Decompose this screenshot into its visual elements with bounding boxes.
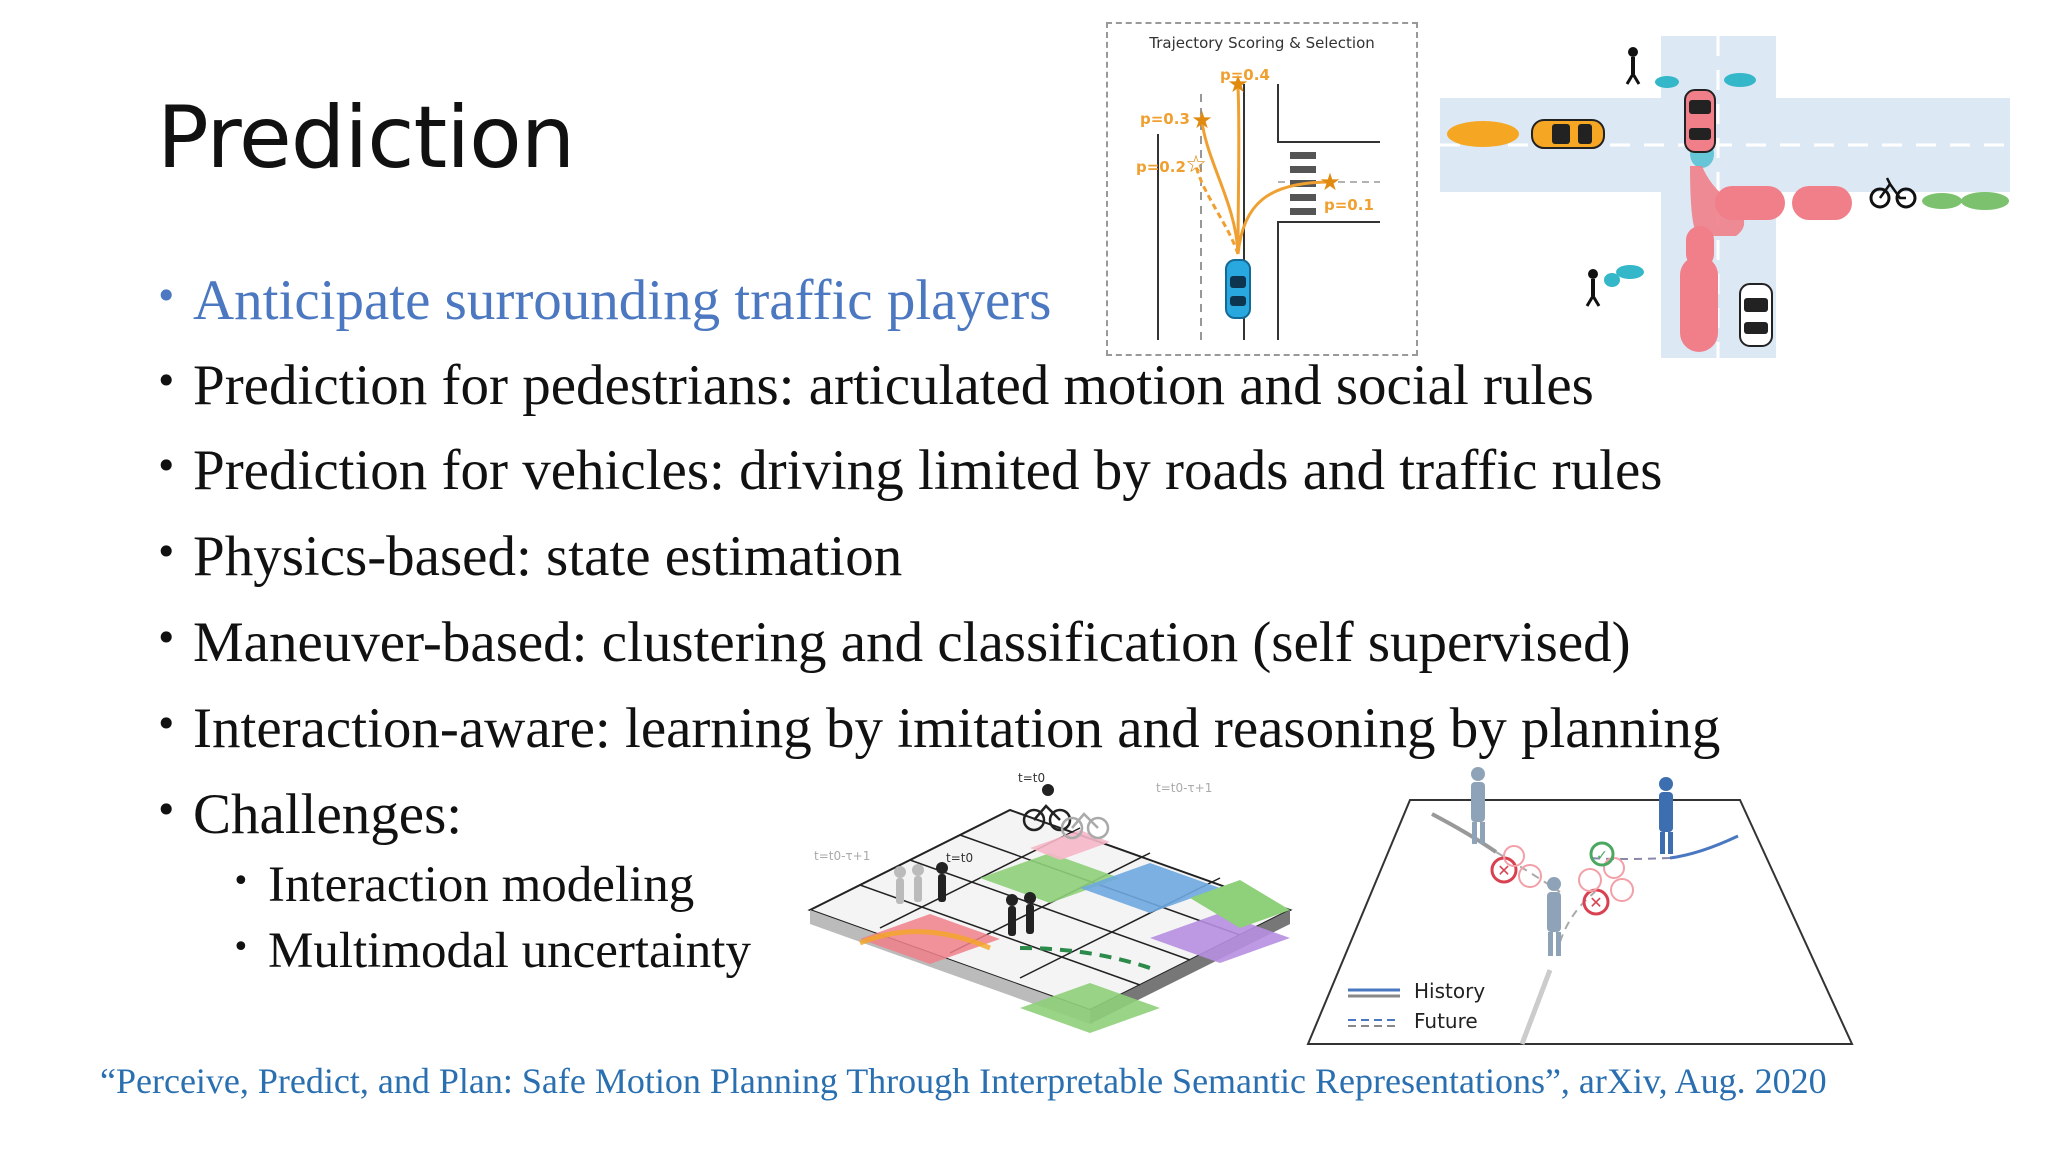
time-label: t=t0-τ+1 <box>1156 781 1212 795</box>
car-icon <box>1225 259 1251 319</box>
star-icon: ★ <box>1227 70 1249 98</box>
grid-scene-figure: t=t0 t=t0-τ+1 t=t0-τ+1 t=t0 <box>807 771 1293 1033</box>
trajectory-diagram: ★ ★ ☆ ★ p=0.4 p=0.3 p=0.2 p=0.1 <box>1136 66 1380 340</box>
bullet-dot: • <box>155 359 178 403</box>
car-icon <box>1684 89 1716 153</box>
citation: “Perceive, Predict, and Plan: Safe Motio… <box>100 1061 1827 1101</box>
star-icon: ★ <box>1319 168 1341 196</box>
car-icon <box>1739 283 1773 347</box>
bullet-item: • Prediction for vehicles: driving limite… <box>155 442 1662 499</box>
bullet-dot: • <box>232 930 250 965</box>
sub-bullet-item: • Multimodal uncertainty <box>232 926 751 977</box>
bullet-text: Anticipate surrounding traffic players <box>193 269 1052 332</box>
figure-title: Trajectory Scoring & Selection <box>1149 34 1375 52</box>
bullet-dot: • <box>155 702 178 746</box>
bullet-text: Prediction for pedestrians: articulated … <box>193 354 1594 417</box>
bullet-dot: • <box>155 788 178 832</box>
bullet-text: Prediction for vehicles: driving limited… <box>193 439 1663 502</box>
pedestrian-icon <box>936 862 1036 936</box>
pedestrian-icon <box>1585 269 1601 307</box>
bullet-item: • Challenges: <box>155 786 462 843</box>
pedestrian-icon <box>1659 777 1673 854</box>
svg-text:✕: ✕ <box>1589 893 1602 912</box>
bicycle-icon <box>1869 177 1917 209</box>
trajectory-scoring-figure: Trajectory Scoring & Selection ★ ★ ☆ ★ p… <box>1106 22 1418 356</box>
bullet-text: Interaction-aware: learning by imitation… <box>193 697 1721 760</box>
interaction-plane-figure: ✕ ✕ ✓ History Future <box>1306 767 1854 1045</box>
bullet-item: • Interaction-aware: learning by imitatio… <box>155 700 1720 757</box>
bicycle-icon <box>1022 804 1072 832</box>
time-label: t=t0-τ+1 <box>814 849 870 863</box>
check-circle-icon: ✓ <box>1589 841 1615 867</box>
star-icon: ★ <box>1191 106 1213 134</box>
bullet-item: • Prediction for pedestrians: articulated… <box>155 357 1594 414</box>
pedestrian-icon <box>1471 767 1485 844</box>
svg-text:✓: ✓ <box>1596 848 1608 864</box>
intersection-prediction-figure <box>1440 36 2010 358</box>
slide-title: Prediction <box>157 88 575 188</box>
bullet-dot: • <box>155 444 178 488</box>
legend-label: History <box>1414 979 1485 1003</box>
bullet-item: • Anticipate surrounding traffic players <box>155 272 1051 329</box>
prob-label: p=0.3 <box>1140 110 1190 128</box>
car-icon <box>1531 119 1605 149</box>
bullet-dot: • <box>155 530 178 574</box>
bullet-text: Challenges: <box>193 783 463 846</box>
bullet-dot: • <box>232 864 250 899</box>
legend-label: Future <box>1414 1009 1478 1033</box>
bullet-text: Physics-based: state estimation <box>193 525 903 588</box>
prob-label: p=0.1 <box>1324 196 1374 214</box>
pedestrian-icon <box>894 864 924 904</box>
bicycle-icon <box>1060 812 1110 840</box>
time-label: t=t0 <box>946 851 973 865</box>
prob-label: p=0.4 <box>1220 66 1270 84</box>
sub-bullet-item: • Interaction modeling <box>232 860 694 911</box>
bullet-item: • Maneuver-based: clustering and classifi… <box>155 614 1631 671</box>
bullet-item: • Physics-based: state estimation <box>155 528 902 585</box>
time-label: t=t0 <box>1018 771 1045 785</box>
bullet-text: Maneuver-based: clustering and classific… <box>193 611 1631 674</box>
prob-label: p=0.2 <box>1136 158 1186 176</box>
bullet-dot: • <box>155 616 178 660</box>
pedestrian-icon <box>1547 877 1561 956</box>
svg-text:✕: ✕ <box>1497 861 1510 880</box>
sub-bullet-text: Interaction modeling <box>268 857 695 913</box>
pedestrian-icon <box>1625 47 1641 85</box>
star-icon: ☆ <box>1185 150 1207 178</box>
bullet-dot: • <box>155 274 178 318</box>
sub-bullet-text: Multimodal uncertainty <box>268 923 751 979</box>
cyclist-head <box>1042 784 1054 796</box>
